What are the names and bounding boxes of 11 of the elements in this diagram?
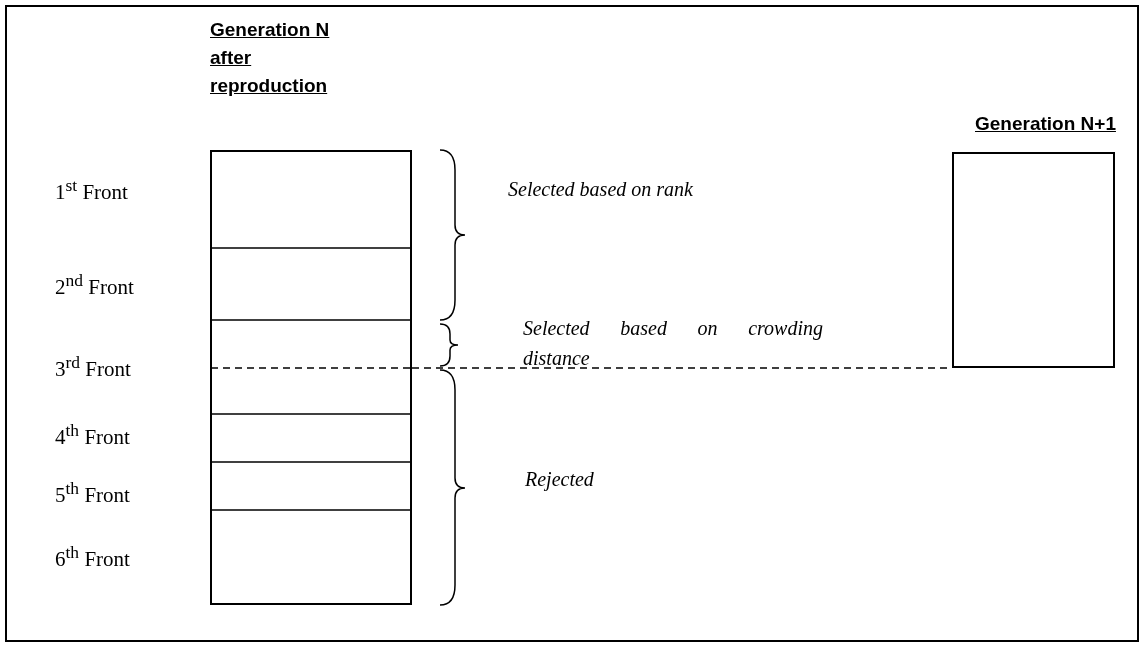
column-heading: Generation N+1 <box>975 112 1117 136</box>
front-label: 5$^{th}$ Front <box>55 478 130 508</box>
selection-note: Selected based on rank <box>508 178 693 201</box>
front-label: 6$^{th}$ Front <box>55 542 130 572</box>
front-label: 4$^{th}$ Front <box>55 420 130 450</box>
column-heading: Generation N after reproduction <box>210 18 331 98</box>
front-label: 3$^{rd}$ Front <box>55 352 131 382</box>
selection-note: Rejected <box>525 468 594 491</box>
selection-note: Selected based on crowding distance <box>523 316 823 371</box>
front-label: 1$^{st}$ Front <box>55 175 128 205</box>
front-label: 2$^{nd}$ Front <box>55 270 134 300</box>
